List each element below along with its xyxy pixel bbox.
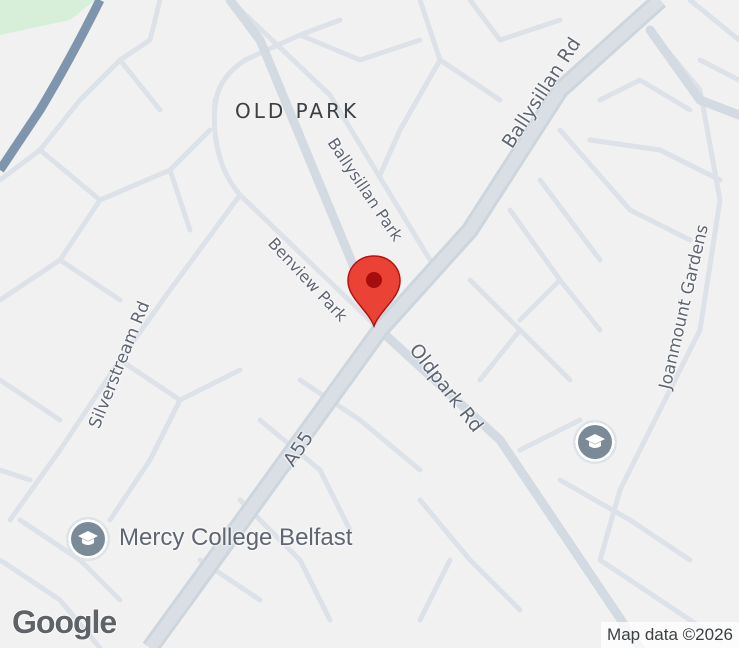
google-logo[interactable]: Google [11, 603, 118, 641]
location-pin-icon[interactable] [346, 254, 402, 330]
poi-label-mercy-college[interactable]: Mercy College Belfast [119, 524, 353, 551]
school-icon[interactable] [573, 420, 617, 464]
school-icon[interactable] [66, 517, 110, 561]
park-area [0, 0, 95, 35]
graduation-cap-icon [585, 434, 605, 448]
area-label-old-park: OLD PARK [235, 99, 360, 123]
graduation-cap-icon [78, 531, 98, 545]
motorway [0, 0, 105, 173]
map-attribution[interactable]: Map data ©2026 [601, 622, 739, 648]
